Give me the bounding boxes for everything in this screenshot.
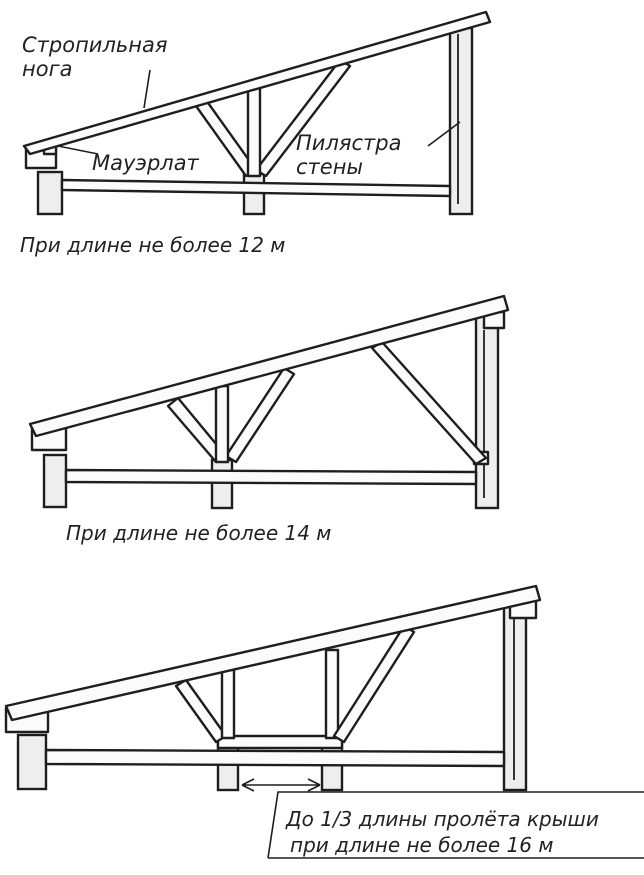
rafter — [4, 584, 542, 722]
rafter-label-line1: Стропильная — [22, 33, 167, 57]
pilaster-label-line2: стены — [296, 155, 363, 179]
note-line2: при длине не более 16 м — [290, 833, 553, 857]
right-strut — [254, 58, 352, 178]
tie-beam — [64, 468, 478, 486]
tie-beam — [60, 178, 452, 198]
left-vertical-post — [220, 666, 236, 740]
rafter — [28, 294, 510, 438]
note-line1: До 1/3 длины пролёта крыши — [285, 807, 599, 831]
pilaster-label-line1: Пилястра — [296, 131, 401, 155]
truss-diagram-16m: До 1/3 длины пролёта крыши при длине не … — [4, 584, 644, 859]
right-strut — [332, 624, 416, 744]
mauerlat-label: Мауэрлат — [92, 151, 200, 175]
left-wall-post — [16, 733, 48, 791]
span-arrow — [241, 778, 321, 792]
king-post — [246, 86, 262, 178]
note-bracket — [267, 791, 644, 859]
rafter — [22, 10, 492, 156]
pilaster-post — [448, 26, 474, 216]
pilaster-post — [474, 308, 500, 510]
rafter-label-line2: нога — [22, 57, 72, 81]
truss-diagram-14m: При длине не более 14 м — [28, 294, 510, 545]
left-wall-post — [36, 170, 64, 216]
pilaster-leader — [427, 121, 461, 147]
mauerlat-leader — [57, 145, 99, 155]
center-right-strut — [224, 366, 296, 464]
caption-12m: При длине не более 12 м — [20, 233, 285, 257]
king-post — [214, 384, 230, 464]
pilaster-post — [502, 602, 528, 792]
rafter-leader — [143, 69, 151, 109]
middle-support-post — [210, 458, 234, 510]
crossbar — [216, 734, 344, 750]
tie-beam — [44, 748, 506, 768]
caption-14m: При длине не более 14 м — [66, 521, 331, 545]
truss-diagram-12m: Стропильная нога Мауэрлат Пилястра стены… — [20, 10, 492, 257]
right-strut — [370, 340, 488, 466]
left-wall-post — [42, 453, 68, 509]
right-vertical-post — [324, 648, 340, 740]
left-strut — [174, 678, 228, 744]
